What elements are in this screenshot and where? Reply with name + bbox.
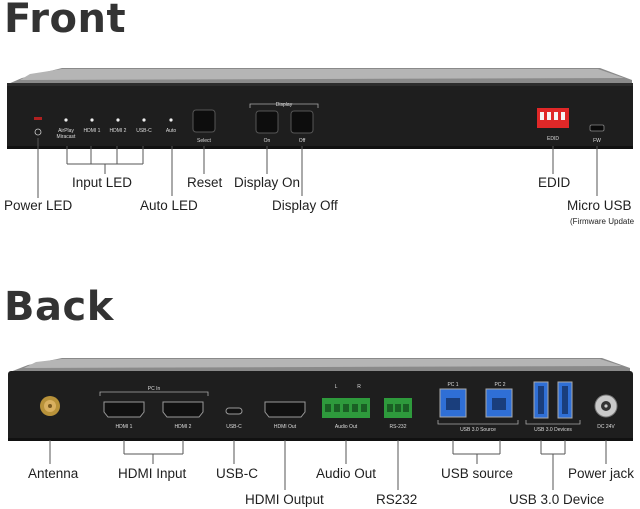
display-group-label: Display (276, 102, 293, 108)
hdmi2-port[interactable] (162, 401, 204, 418)
hdmi-out-port[interactable] (264, 401, 306, 418)
usbc-port[interactable] (225, 407, 243, 415)
power-icon (34, 128, 42, 136)
front-heading: Front (4, 0, 127, 42)
usb-devices-port-label: USB 3.0 Devices (534, 427, 572, 433)
audio-out-port-label: Audio Out (335, 424, 358, 430)
usbc-led-label: USB-C (136, 128, 152, 134)
pc-in-label: PC In (148, 386, 161, 392)
select-button[interactable] (192, 109, 216, 133)
callout-hdmi-output: HDMI Output (245, 492, 324, 507)
pc1-label: PC 1 (447, 382, 458, 388)
callout-micro-usb: Micro USB (567, 198, 632, 213)
hdmi-out-port-label: HDMI Out (274, 424, 297, 430)
power-led (34, 117, 42, 120)
callout-usbc: USB-C (216, 466, 259, 481)
usbc-port-label: USB-C (226, 424, 242, 430)
callout-rs232: RS232 (376, 492, 418, 507)
display-on-label: On (264, 138, 271, 144)
callout-usb-device: USB 3.0 Device (509, 492, 605, 507)
pc2-label: PC 2 (494, 382, 505, 388)
callout-firmware-update: (Firmware Update (570, 217, 635, 226)
audio-l-label: L (335, 384, 338, 390)
callout-audio-out: Audio Out (316, 466, 377, 481)
callout-display-on: Display On (234, 175, 301, 190)
callout-power-led: Power LED (4, 198, 73, 213)
hdmi1-port[interactable] (103, 401, 145, 418)
hdmi1-port-label: HDMI 1 (116, 424, 133, 430)
callout-usb-source: USB source (441, 466, 514, 481)
callout-reset: Reset (187, 175, 223, 190)
airplay-led-label: AirPlay (58, 128, 74, 134)
rs232-port-label: RS-232 (390, 424, 407, 430)
auto-led (169, 118, 173, 122)
display-on-button[interactable] (255, 110, 279, 134)
hdmi2-led-label: HDMI 2 (110, 128, 127, 134)
back-heading: Back (4, 284, 114, 330)
callout-display-off: Display Off (272, 198, 338, 213)
callout-antenna: Antenna (28, 466, 79, 481)
select-button-label: Select (197, 138, 212, 144)
display-off-button[interactable] (290, 110, 314, 134)
callout-hdmi-input: HDMI Input (118, 466, 187, 481)
usb-source-port-label: USB 3.0 Source (460, 427, 496, 433)
auto-led-label: Auto (166, 128, 177, 134)
edid-panel-label: EDID (547, 136, 559, 142)
airplay-led (64, 118, 68, 122)
callout-input-led: Input LED (72, 175, 133, 190)
callout-auto-led: Auto LED (140, 198, 198, 213)
hdmi1-led-label: HDMI 1 (84, 128, 101, 134)
micro-usb-port[interactable] (589, 124, 605, 132)
callout-power-jack: Power jack (568, 466, 635, 481)
usbc-led (142, 118, 146, 122)
callout-edid: EDID (538, 175, 571, 190)
display-off-label: Off (299, 138, 306, 144)
hdmi2-led (116, 118, 120, 122)
hdmi1-led (90, 118, 94, 122)
miracast-led-label: Miracast (57, 134, 77, 140)
audio-r-label: R (357, 384, 361, 390)
fw-label: FW (593, 138, 601, 144)
hdmi2-port-label: HDMI 2 (175, 424, 192, 430)
dc-label: DC 24V (597, 424, 615, 430)
